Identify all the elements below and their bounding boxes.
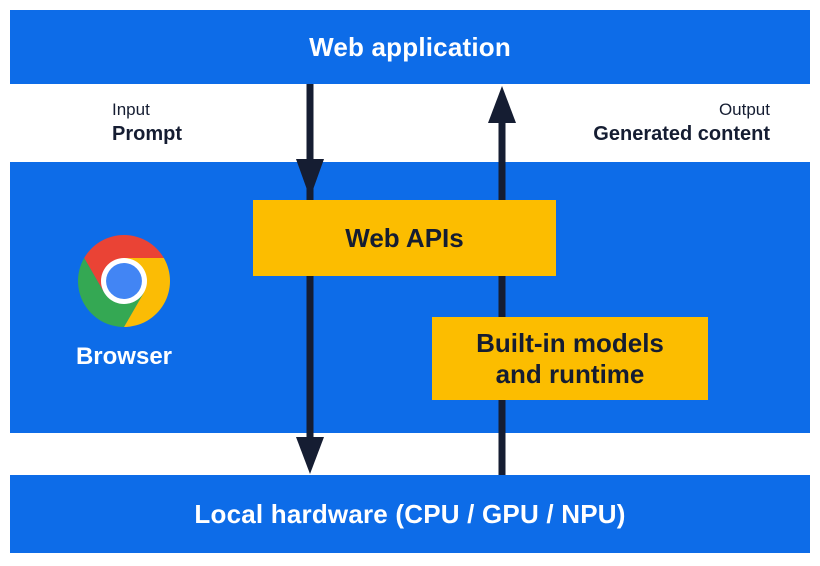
builtin-models-label-line1: Built-in models — [476, 327, 664, 358]
local-hardware-label: Local hardware (CPU / GPU / NPU) — [194, 498, 626, 529]
local-hardware-band: Local hardware (CPU / GPU / NPU) — [10, 475, 810, 553]
input-value: Prompt — [112, 123, 182, 145]
chrome-browser-icon — [78, 235, 170, 327]
web-apis-label: Web APIs — [345, 222, 464, 253]
web-application-band: Web application — [10, 10, 810, 84]
chrome-icon-center — [106, 263, 142, 299]
input-label-group: Input Prompt — [112, 99, 182, 147]
web-apis-box: Web APIs — [253, 200, 556, 276]
web-application-label: Web application — [309, 31, 511, 62]
builtin-models-label-line2: and runtime — [495, 358, 645, 389]
input-title: Input — [112, 100, 150, 119]
output-label-group: Output Generated content — [593, 99, 770, 147]
output-value: Generated content — [593, 123, 770, 145]
output-title: Output — [718, 100, 770, 119]
browser-label: Browser — [75, 343, 173, 370]
builtin-models-box: Built-in models and runtime — [432, 317, 708, 400]
